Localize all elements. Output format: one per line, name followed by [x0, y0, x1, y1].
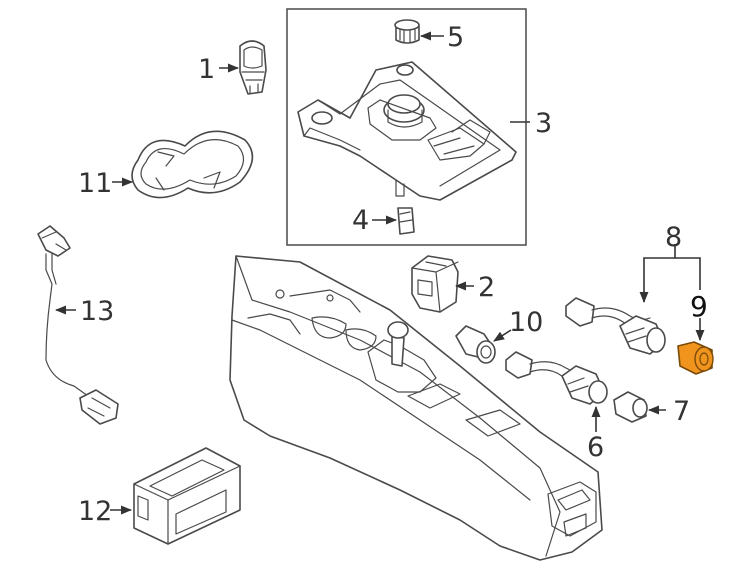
callout-labels: 1 2 3 4 5 6 7 8 9 10 11 12 13	[78, 22, 708, 527]
part-6-harness	[505, 351, 608, 405]
callout-13: 13	[80, 296, 114, 327]
callout-7: 7	[673, 396, 690, 427]
part-2-switch	[411, 255, 459, 313]
part-7-plug	[613, 391, 648, 423]
callout-1: 1	[198, 54, 215, 85]
callout-12: 12	[78, 496, 112, 527]
callout-9: 9	[690, 290, 708, 323]
callout-8: 8	[665, 222, 682, 253]
callout-4: 4	[352, 205, 369, 236]
callout-6: 6	[587, 432, 604, 463]
part-1-socket	[239, 40, 267, 95]
callout-5: 5	[447, 22, 464, 53]
part-5-cap	[394, 19, 420, 44]
part-13-cable	[37, 225, 119, 425]
part-4-clip	[397, 207, 415, 235]
part-8-harness	[565, 297, 666, 355]
part-9-socket-highlighted	[677, 341, 714, 375]
assembly-frame	[286, 8, 527, 246]
callout-2: 2	[478, 272, 495, 303]
callout-10: 10	[509, 307, 543, 338]
part-11-cupholder-frame	[131, 130, 254, 199]
part-10-socket	[455, 325, 496, 364]
part-3-shifter-trim	[297, 61, 517, 201]
callout-3: 3	[535, 108, 552, 139]
center-console	[229, 255, 603, 561]
callout-11: 11	[78, 168, 112, 199]
part-12-storage-box	[133, 447, 241, 545]
leader-lines	[54, 31, 705, 515]
